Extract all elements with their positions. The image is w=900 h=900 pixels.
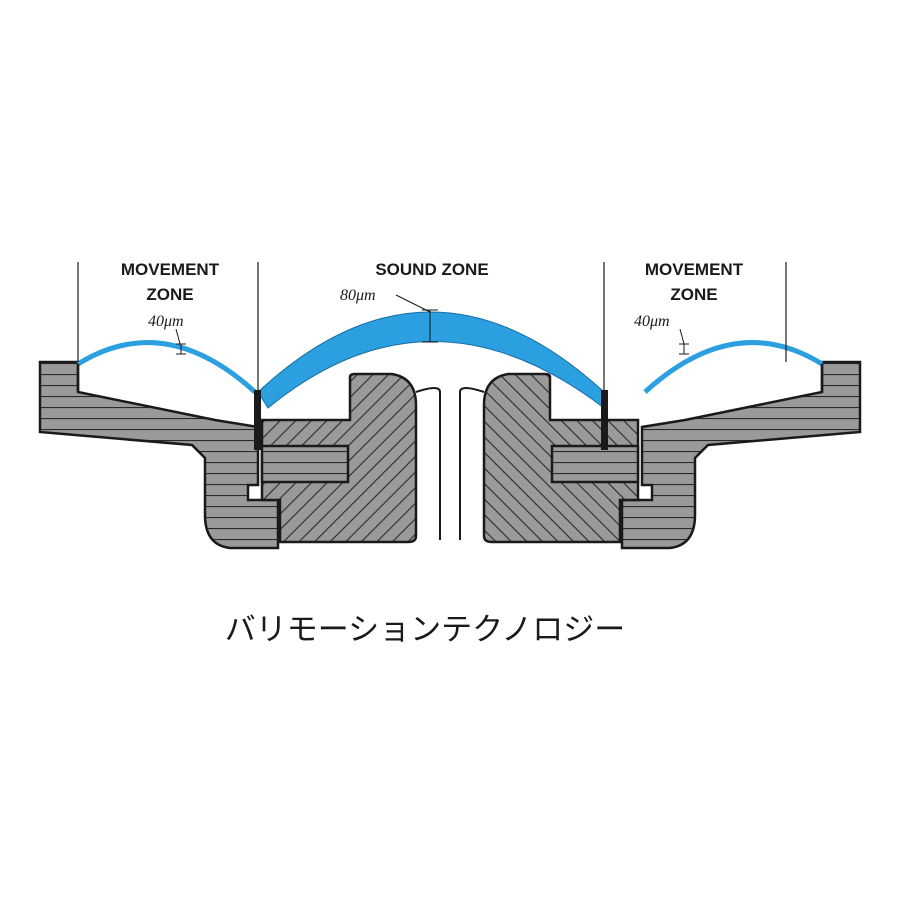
frame-right	[620, 360, 862, 550]
diaphragm-left-movement-zone	[76, 340, 257, 394]
thickness-leaders	[175, 294, 689, 355]
center-thickness-label: 80μm	[340, 287, 376, 304]
right-zone-label-line2: ZONE	[670, 285, 717, 304]
left-zone-label-line1: MOVEMENT	[121, 260, 220, 279]
diaphragm-right-movement-zone	[643, 340, 824, 394]
frame-left	[38, 360, 280, 550]
voice-coil-left	[254, 390, 261, 450]
diaphragm	[76, 311, 824, 450]
center-zone-label: SOUND ZONE	[375, 260, 488, 279]
leader-left	[175, 328, 186, 355]
right-thickness-label: 40μm	[634, 313, 670, 330]
center-vent-top	[415, 387, 485, 540]
magnet-left	[260, 444, 350, 484]
zone-dividers	[77, 262, 787, 392]
left-thickness-label: 40μm	[148, 313, 184, 330]
caption-title: バリモーションテクノロジー	[225, 612, 626, 648]
magnet-right	[550, 444, 640, 484]
voice-coil-right	[601, 390, 608, 450]
center-vent	[418, 380, 482, 542]
magnet-assembly	[260, 372, 640, 544]
leader-center	[395, 294, 438, 343]
left-zone-label-line2: ZONE	[146, 285, 193, 304]
leader-right	[679, 328, 689, 355]
right-zone-label-line1: MOVEMENT	[645, 260, 744, 279]
